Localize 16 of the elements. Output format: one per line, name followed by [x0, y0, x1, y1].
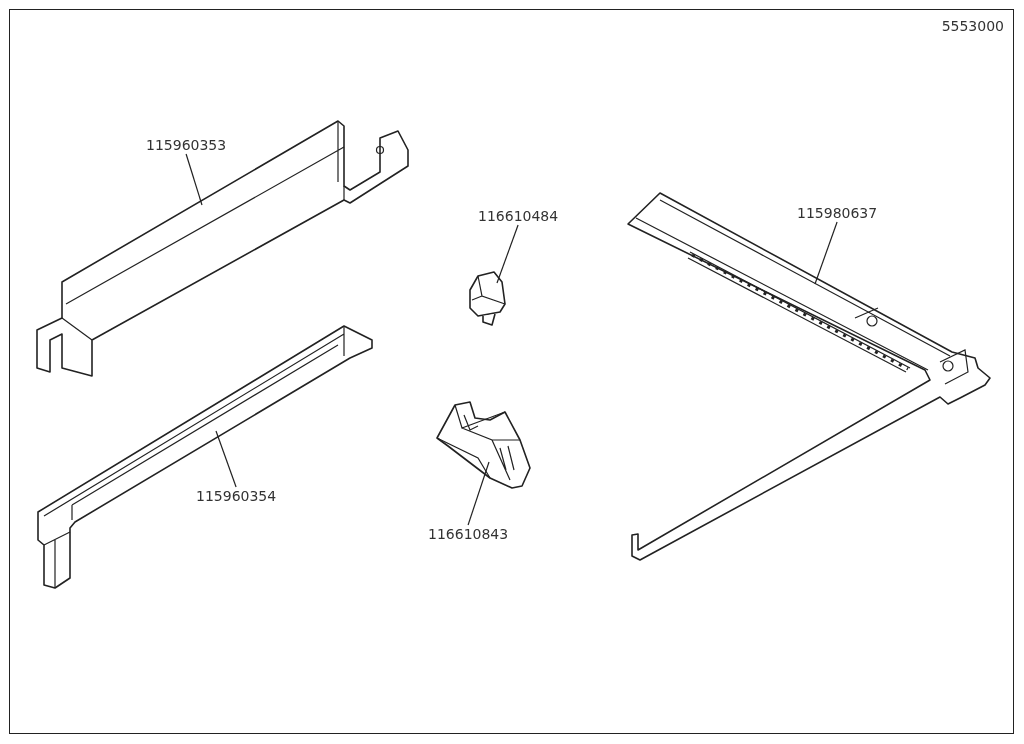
square-drawing	[627, 192, 991, 561]
part-number: 116610843	[428, 526, 509, 542]
leader-line	[814, 221, 838, 285]
knob-drawing	[469, 271, 506, 326]
leader-line	[185, 153, 203, 206]
part-number: 115960353	[146, 137, 227, 153]
bracket-drawing	[36, 120, 409, 377]
clip-drawing	[436, 401, 531, 489]
part-number: 115960354	[196, 488, 277, 504]
bracket-drawing	[37, 325, 373, 589]
drawing-number: 5553000	[941, 18, 1004, 34]
leader-line	[467, 461, 490, 526]
part-number: 115980637	[797, 205, 878, 221]
part-number: 116610484	[478, 208, 559, 224]
leader-line	[496, 224, 519, 284]
leader-line	[215, 430, 237, 488]
